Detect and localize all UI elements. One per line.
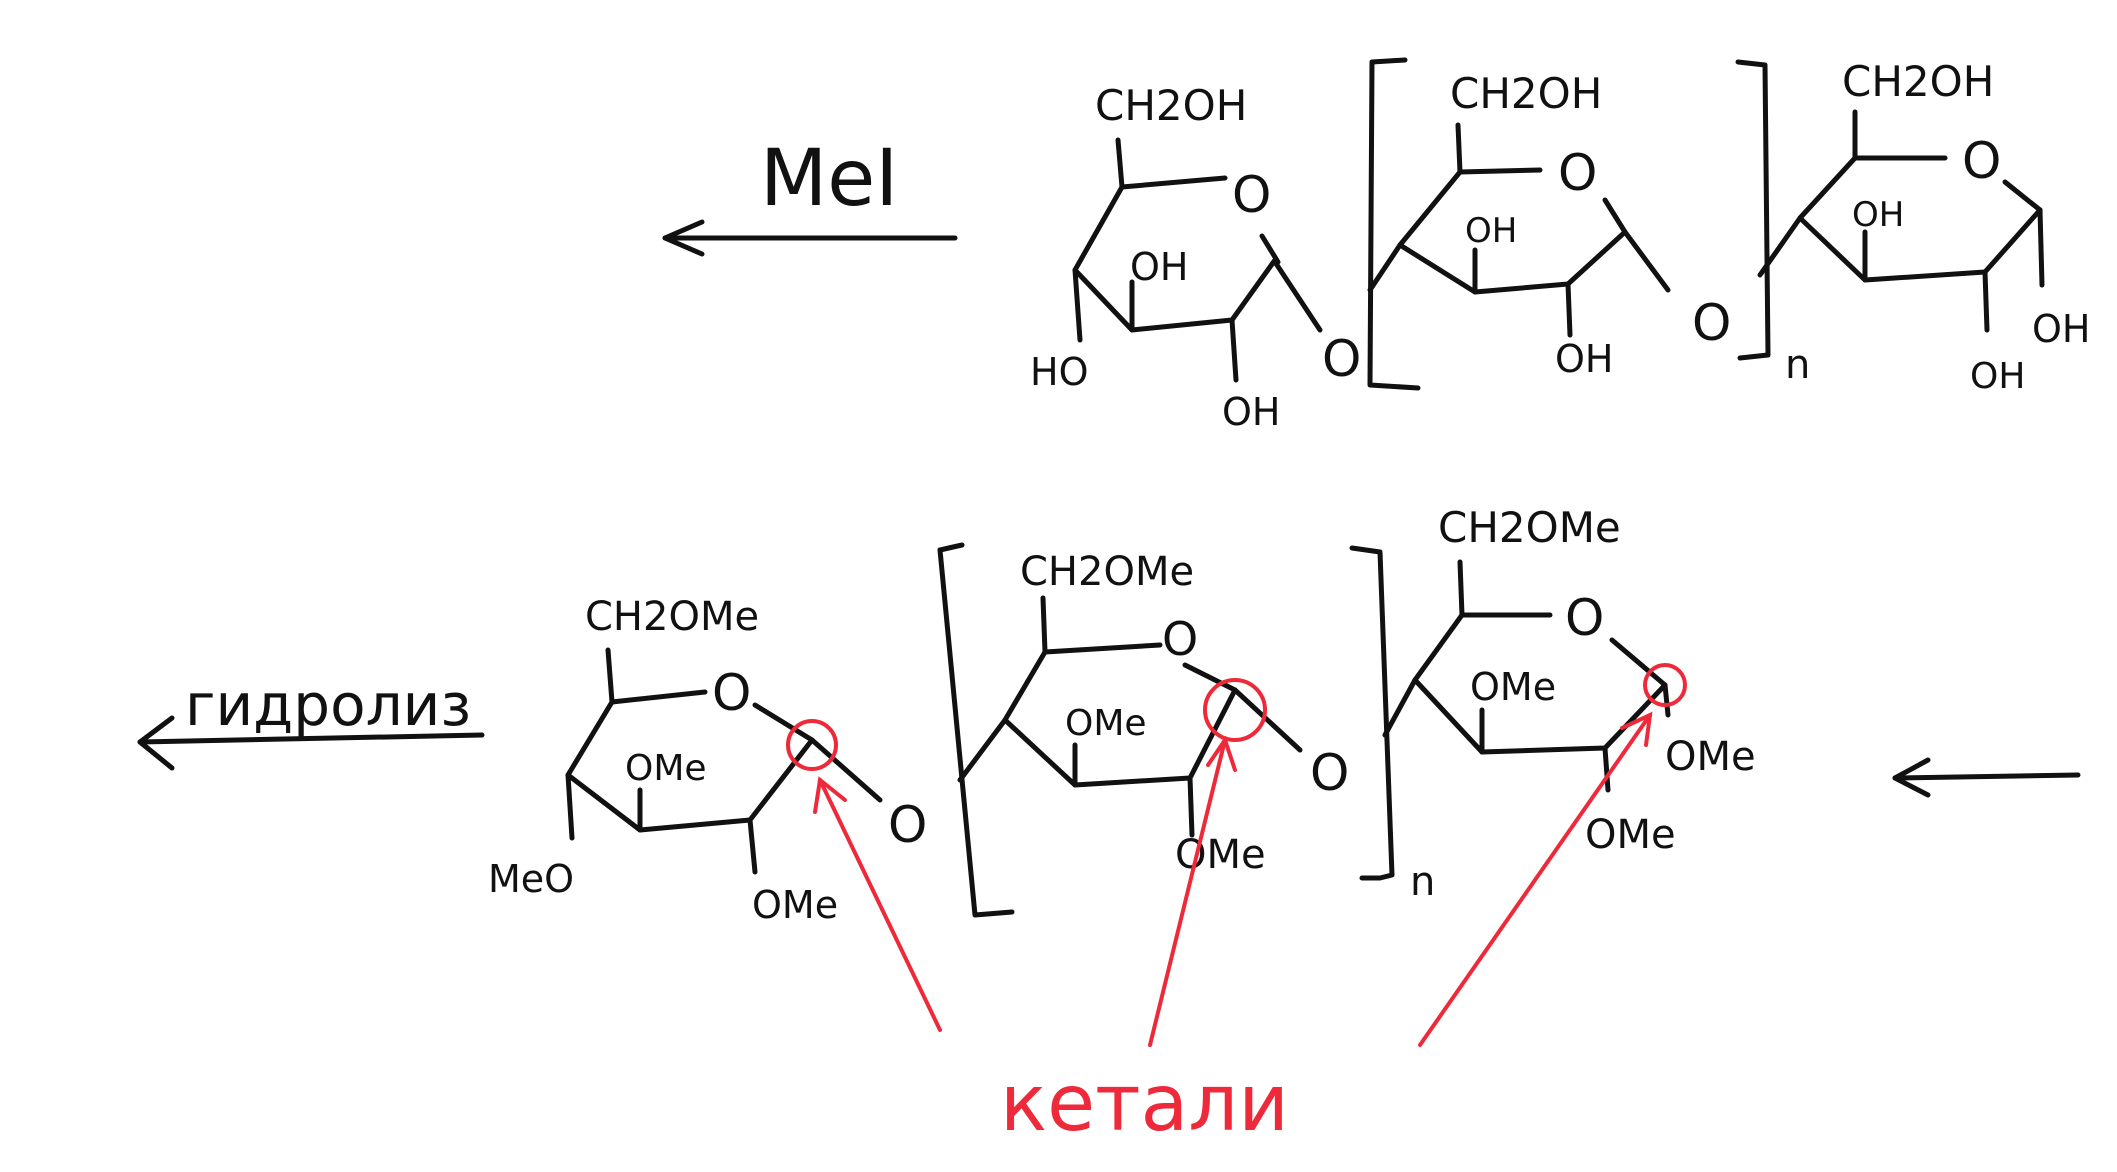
bottom-unit-2-ome-ring: OMe (1065, 703, 1147, 744)
top-unit-3-oh-bottom: OH (1970, 356, 2025, 397)
ketal-circle-3 (1643, 663, 1687, 707)
top-unit-1-oh-bottom: OH (1222, 390, 1280, 434)
top-right-bracket (1735, 59, 1771, 361)
top-structure: MeI O CH2OH OH HO OH O O CH2OH (662, 57, 2090, 434)
ketal-arrow-3 (1418, 713, 1652, 1047)
methylation-product-arrow (1892, 772, 2081, 781)
bottom-ring-2-oxygen: O (1162, 612, 1198, 666)
bottom-unit-2-ch2ome: CH2OMe (1020, 549, 1194, 595)
ketal-arrow-1 (818, 778, 942, 1032)
top-unit-2-oh-ring: OH (1465, 211, 1517, 251)
bottom-unit-1: O CH2OMe OMe MeO OMe (488, 594, 883, 927)
top-unit-1-oh-ring: OH (1130, 245, 1188, 289)
ketal-annotation: кетали (786, 663, 1687, 1149)
bottom-link-o-2: O (1310, 744, 1349, 802)
bottom-unit-2-ome-bottom: OMe (1175, 832, 1266, 878)
top-unit-2-ch2oh: CH2OH (1450, 69, 1602, 118)
top-unit-3-oh-right: OH (2032, 307, 2090, 351)
bottom-structure: гидролиз O CH2OMe OMe MeO OMe O O (137, 503, 2081, 927)
bottom-unit-2: O CH2OMe OMe OMe (957, 549, 1303, 878)
top-unit-3: O CH2OH OH OH OH (1757, 57, 2090, 397)
top-repeat-n: n (1785, 342, 1810, 388)
top-unit-3-oh-ring: OH (1852, 195, 1904, 235)
top-unit-1-ch2oh: CH2OH (1095, 81, 1247, 130)
top-unit-1: O CH2OH OH HO OH (1030, 81, 1323, 434)
top-link-o-1: O (1322, 330, 1361, 388)
top-ring-1-oxygen: O (1232, 166, 1271, 224)
bottom-ring-1-oxygen: O (712, 664, 751, 722)
top-left-bracket (1367, 57, 1421, 391)
mei-arrowhead (662, 219, 705, 257)
ketal-circle-1 (786, 719, 838, 771)
bottom-repeat-n: n (1410, 859, 1435, 905)
top-ring-2-oxygen: O (1558, 144, 1597, 202)
top-unit-2-oh-bottom: OH (1555, 337, 1613, 381)
top-ring-3-bonds (1797, 155, 2043, 283)
bottom-unit-3-ome-bottom: OMe (1585, 812, 1676, 858)
bottom-right-bracket (1349, 545, 1395, 881)
bottom-ring-3-oxygen: O (1565, 589, 1604, 647)
bottom-unit-1-ome-bottom: OMe (752, 883, 838, 927)
bottom-unit-1-ch2ome: CH2OMe (585, 594, 759, 640)
bottom-unit-3-ome-ring: OMe (1470, 665, 1556, 709)
bottom-left-bracket (937, 542, 1015, 918)
top-ring-3-oxygen: O (1962, 132, 2001, 190)
top-link-o-2: O (1692, 294, 1731, 352)
bottom-link-o-1: O (888, 796, 927, 854)
top-unit-2: O CH2OH OH OH (1367, 69, 1671, 381)
bottom-unit-1-meo: MeO (488, 857, 574, 901)
top-ring-1-upper-bond (1119, 175, 1228, 190)
ketal-circle-2 (1203, 678, 1267, 742)
mei-label: MeI (760, 134, 898, 224)
hydrolysis-label: гидролиз (185, 671, 471, 739)
ketal-label: кетали (1000, 1059, 1289, 1149)
top-unit-1-ho: HO (1030, 350, 1088, 394)
hydrolysis-arrow (137, 732, 485, 745)
bottom-unit-3-ch2ome: CH2OMe (1438, 503, 1621, 552)
ketal-arrow-2 (1148, 738, 1227, 1047)
bottom-unit-1-ome-ring: OMe (625, 748, 707, 789)
bottom-unit-3: O CH2OMe OMe OMe OMe (1382, 503, 1756, 858)
top-unit-3-ch2oh: CH2OH (1842, 57, 1994, 106)
bottom-unit-3-ome-right: OMe (1665, 734, 1756, 780)
